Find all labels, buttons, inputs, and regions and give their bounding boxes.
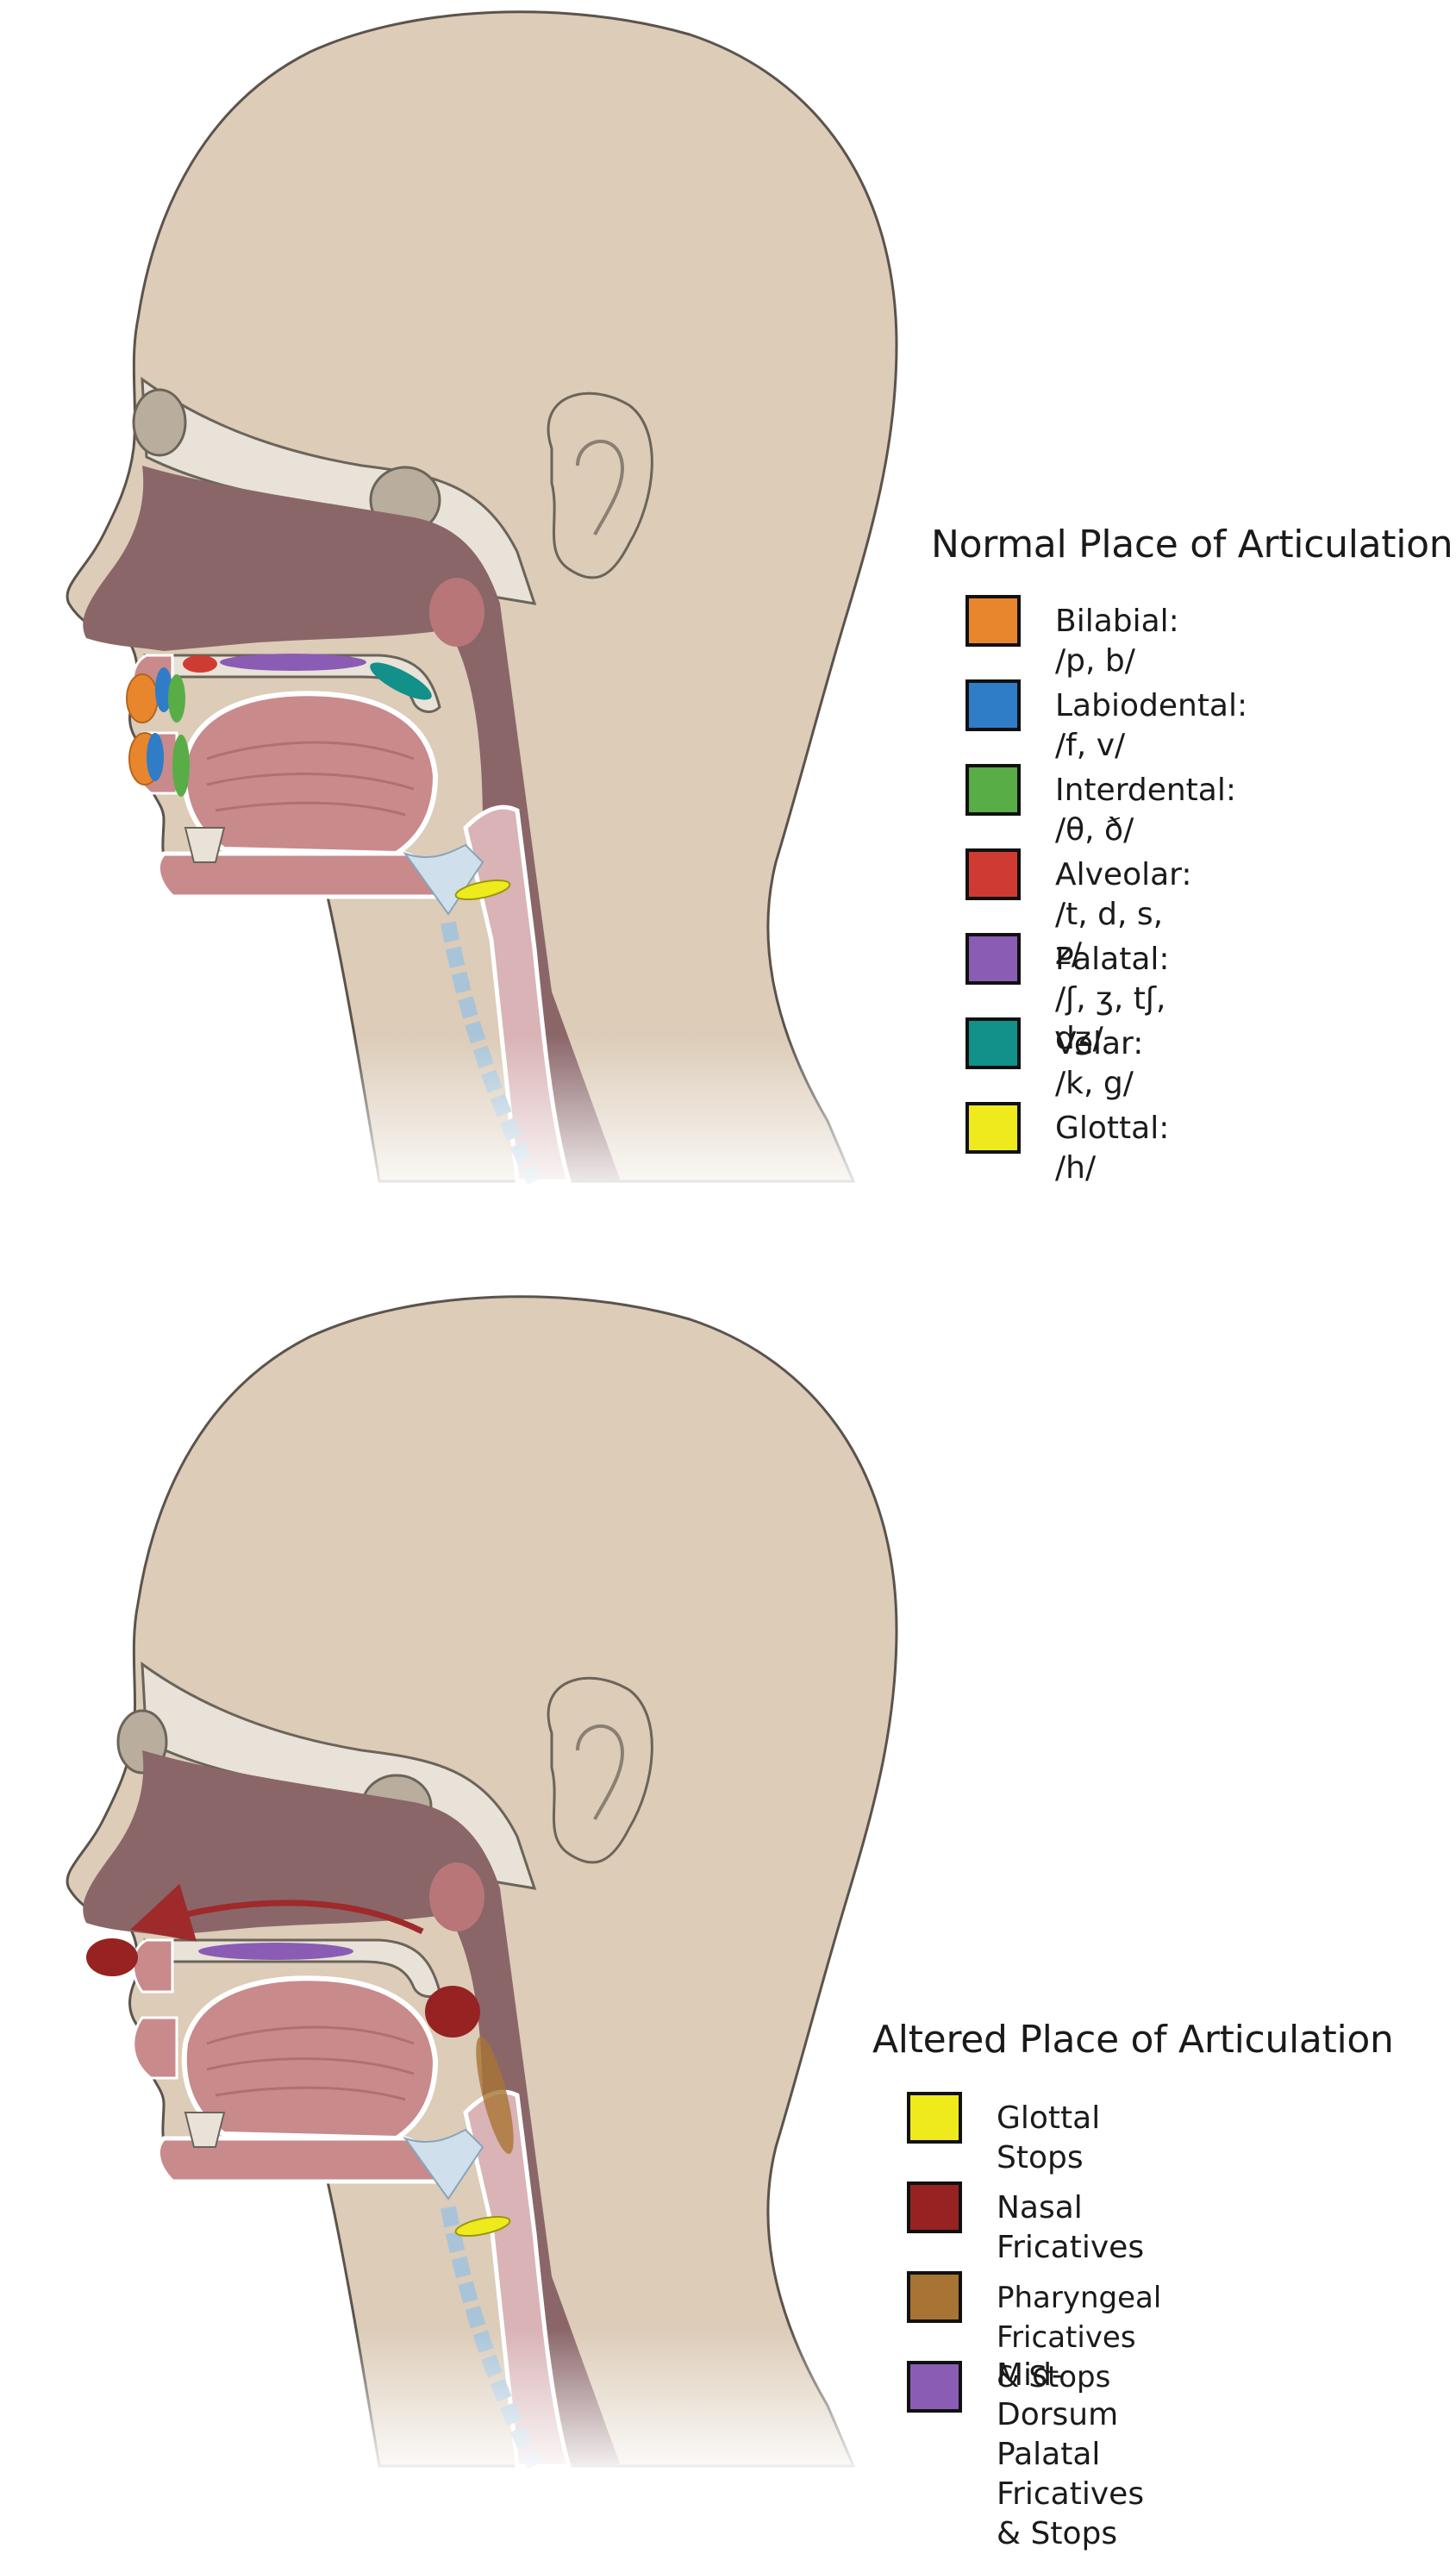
legend-item-label: Bilabial: /p, b/ [1055,602,1179,681]
interdental-marker-upper [168,674,185,723]
normal-articulation-panel: Normal Place of Articulation Bilabial: /… [0,0,1456,1242]
glottal-swatch [965,1102,1021,1154]
alveolar-swatch [965,848,1021,900]
legend-title: Normal Place of Articulation [931,523,1453,567]
legend-item-label: Glottal Stops [997,2099,1100,2178]
labiodental-swatch [965,679,1021,731]
legend-item-label: Mid-Dorsum Palatal Fricatives & Stops [997,2356,1144,2554]
legend-item-label: Labiodental: /f, v/ [1055,686,1247,766]
legend-item-label: Interdental: /θ, ð/ [1055,771,1236,850]
altered-articulation-panel: Altered Place of Articulation Glottal St… [0,1242,1456,2483]
bilabial-swatch [965,595,1021,647]
legend-item-label: Nasal Fricatives [997,2188,1144,2268]
head-sagittal-illustration-altered [0,1242,948,2483]
upper-lip [133,1940,172,1992]
bilabial-marker-upper [127,674,158,723]
mid-dorsum-palatal-marker [198,1943,353,1960]
pharyngeal-swatch [907,2271,962,2323]
palatal-marker [220,654,366,671]
labiodental-marker-lower [147,733,164,781]
interdental-marker-lower [172,735,190,797]
legend-title: Altered Place of Articulation [872,2018,1394,2062]
frontal-sinus [134,390,185,455]
mid-dorsum-palatal-swatch [907,2361,962,2413]
glottal-stops-swatch [907,2092,962,2144]
palatal-swatch [965,933,1021,985]
lower-lip [134,2018,177,2078]
nasal-fricative-marker-nostril [86,1938,138,1976]
legend-item-label: Glottal: /h/ [1055,1109,1169,1188]
interdental-swatch [965,764,1021,816]
head-sagittal-illustration-normal [0,0,948,1207]
nasal-fricatives-swatch [907,2182,962,2233]
legend-item-label: Velar: /k, g/ [1055,1024,1143,1104]
velar-swatch [965,1017,1021,1069]
nasal-fricative-marker-velum [425,1986,480,2038]
alveolar-marker [183,655,217,673]
